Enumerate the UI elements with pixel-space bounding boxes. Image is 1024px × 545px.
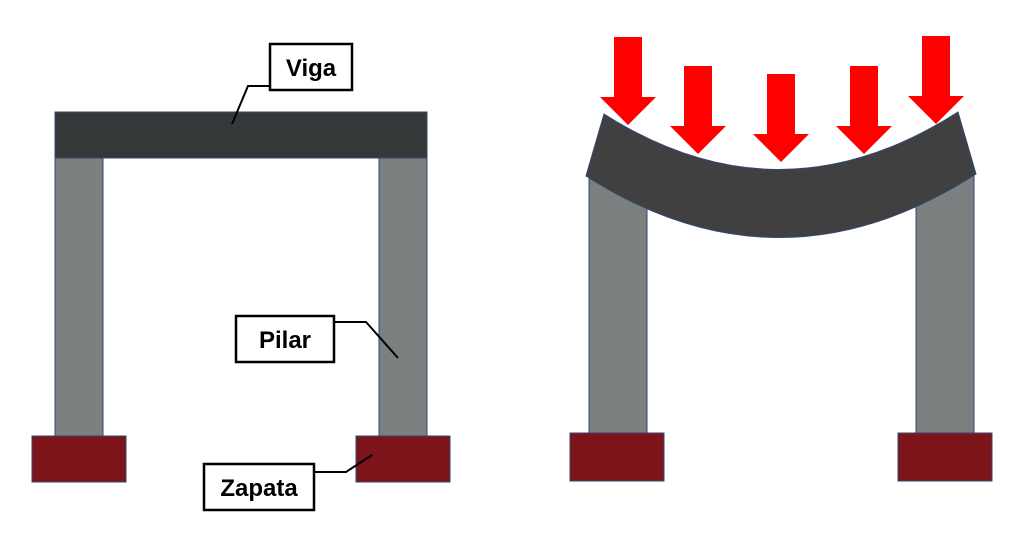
deformed-frame [569,111,993,482]
footing-label-box [202,462,316,512]
beam-callout: Viga [231,42,354,125]
right-column-left [588,169,648,437]
down-arrow-icon [600,37,656,125]
undeformed-frame [31,111,451,483]
right-footing-left [569,432,665,482]
column-callout-leader [334,321,399,359]
footing-label: Zapata [220,475,298,502]
left-column-left [54,155,104,437]
column-label-box [234,314,336,364]
footing-callout-leader [314,454,373,473]
down-arrow-icon [670,66,726,154]
right-column-right [915,169,975,437]
right-footing-right [897,432,993,482]
load-arrows [600,36,964,162]
column-label: Pilar [259,327,311,354]
left-beam [54,111,428,159]
column-callout: Pilar [234,314,399,364]
left-column-right [378,155,428,437]
footing-callout: Zapata [202,454,373,512]
beam-label: Viga [286,55,337,82]
down-arrow-icon [836,66,892,154]
down-arrow-icon [753,74,809,162]
deformed-beam [585,111,977,238]
left-footing-right [355,435,451,483]
beam-label-box [268,42,354,92]
beam-callout-leader [231,85,270,125]
down-arrow-icon [908,36,964,124]
left-footing-left [31,435,127,483]
